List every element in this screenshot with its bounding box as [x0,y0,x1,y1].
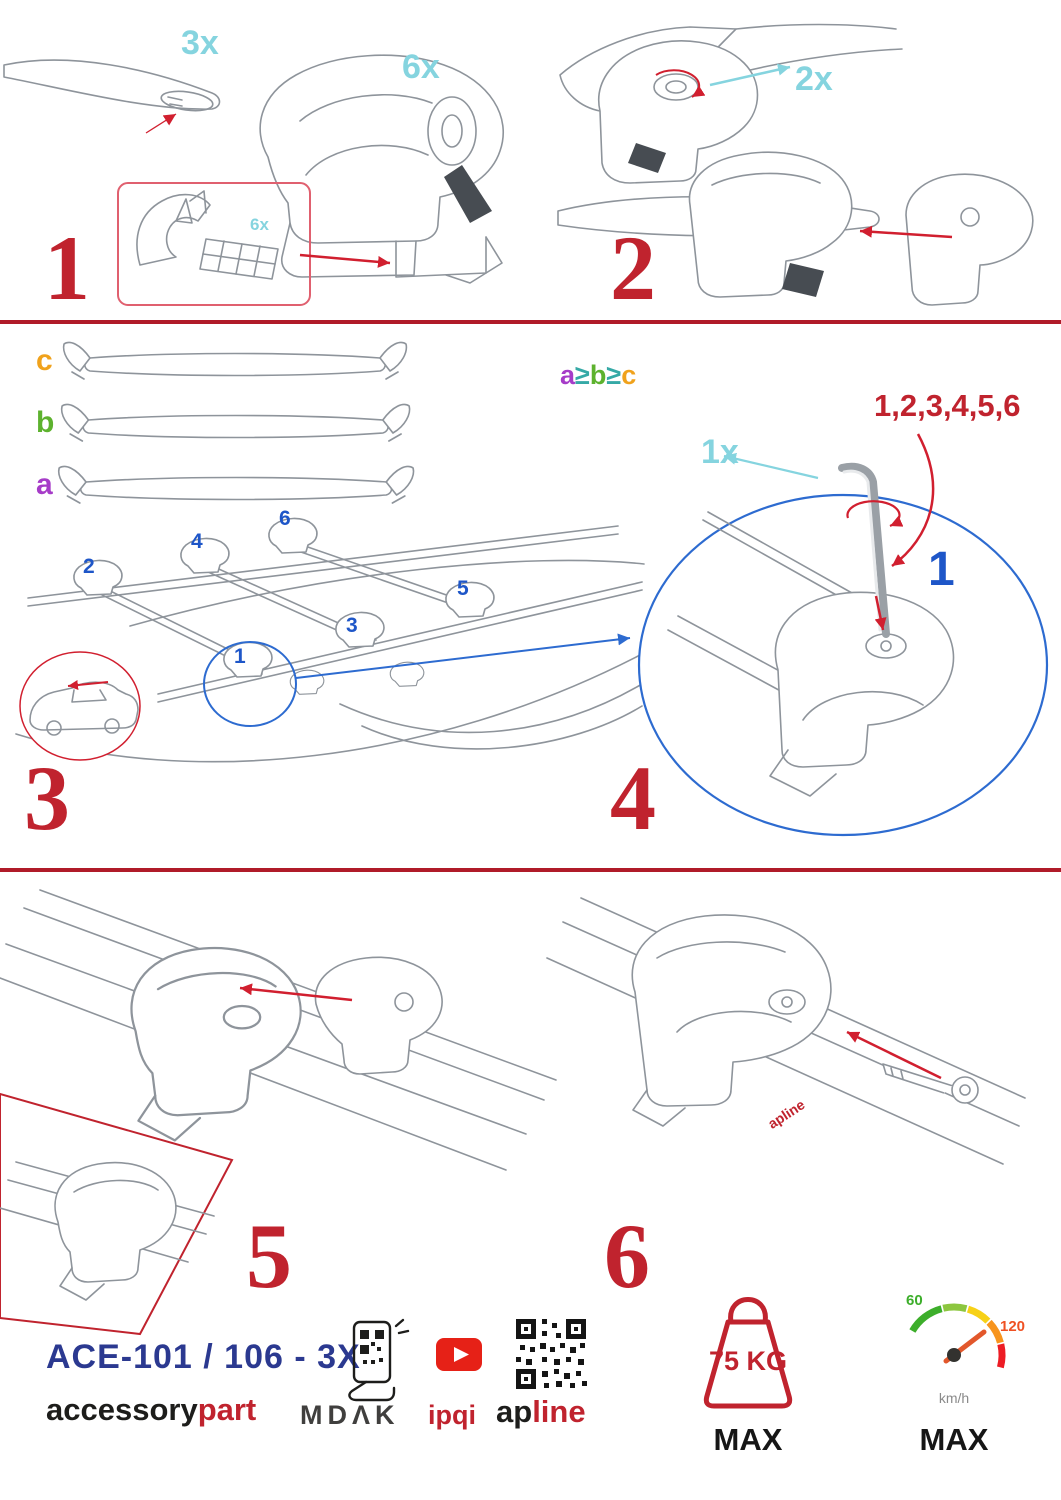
step6-number: 6 [604,1205,650,1307]
position-1-highlight-circle [203,641,297,727]
bar-size-c-drawing [62,341,408,380]
formula-b: b [589,360,607,390]
apline-logo-patch [444,165,492,223]
youtube-icon [436,1338,482,1371]
size-label-c: c [36,344,53,377]
step2-quantity: 2x [795,60,833,98]
weight-limit-icon [703,1297,793,1409]
zoom-pointer-arrow [295,633,631,679]
step1-illustration [3,54,505,306]
slide-direction-arrow [239,983,353,1002]
brand-apline-line: line [532,1394,586,1429]
mounted-foot-drawing [130,946,302,1142]
formula-c: c [621,360,637,390]
size-label-b: b [36,406,55,439]
tightening-sequence: 1,2,3,4,5,6 [874,388,1021,423]
step5-illustration [0,889,557,1336]
speed-low-label: 60 [906,1292,923,1309]
brand-part-text: part [197,1392,257,1427]
section-divider-1 [0,320,1061,324]
step1-inset-box [117,182,391,306]
weight-max-label: MAX [713,1422,783,1457]
zoom-foot-drawing [667,511,955,797]
rotate-arrow [846,500,904,528]
qr-code-icon [512,1315,590,1393]
crossbar-drawing [3,59,221,134]
brand-apline-ap: ap [496,1394,533,1429]
brand-accessorypart: accessorypart [46,1392,256,1428]
sequence-arrow [891,433,935,568]
step4-zoom-illustration [637,433,1049,837]
foot-drawing [259,54,505,284]
foot-on-bar-drawing [559,23,903,184]
apline-logo-patch [628,143,666,173]
brand-accessory-text: accessory [46,1392,198,1427]
size-label-a: a [36,468,53,501]
formula-ge-1: ≥ [575,360,590,390]
step2-illustration [557,23,1034,306]
key-quantity-pointer [723,452,819,480]
phone-scan-icon [348,1318,410,1402]
position-3-label: 3 [346,614,358,637]
step1-inset-quantity: 6x [250,215,269,234]
brand-mdak: MDΛK [300,1400,400,1430]
speed-unit-label: km/h [938,1390,970,1406]
key-insert-arrow [846,1030,942,1080]
step4-number: 4 [610,747,656,849]
size-order-formula: a≥b≥c [560,360,636,391]
position-5-label: 5 [457,577,469,600]
tighten-arrow [874,595,887,631]
sequence-first-position: 1 [928,543,955,596]
step4-key-quantity: 1x [701,433,739,471]
step3-number: 3 [24,747,70,849]
position-4-label: 4 [191,530,203,553]
foot-slide-on-drawing [557,151,1034,306]
position-6-label: 6 [279,507,291,530]
step5-number: 5 [246,1205,292,1307]
section-divider-2 [0,868,1061,872]
apline-logo-patch [782,263,824,297]
weight-limit-value: 75 KG [708,1346,788,1376]
position-1-label: 1 [234,645,246,668]
position-2-label: 2 [83,555,95,578]
car-inset-drawing [19,651,141,761]
step6-illustration [546,897,1026,1165]
bar-sizes-illustration [57,341,415,504]
step1-bar-quantity: 3x [181,24,219,62]
speed-max-label: MAX [919,1422,989,1457]
formula-a: a [560,360,576,390]
locking-foot-drawing [631,914,832,1127]
brand-apline: apline [496,1394,586,1430]
brand-ipqi: ipqi [428,1400,476,1430]
step2-number: 2 [610,217,656,319]
speed-high-label: 120 [1000,1318,1026,1335]
step5-inset [0,1092,234,1336]
model-number: ACE-101 / 106 - 3X [46,1338,361,1376]
speedometer-icon [909,1303,1006,1369]
lock-key-drawing [882,1063,979,1104]
step1-foot-quantity: 6x [402,48,440,86]
step1-number: 1 [44,217,90,319]
roof-mounting-illustration [15,517,645,763]
allen-key-drawing [838,462,890,638]
formula-ge-2: ≥ [606,360,622,390]
clamp-arm-drawing [314,956,443,1075]
